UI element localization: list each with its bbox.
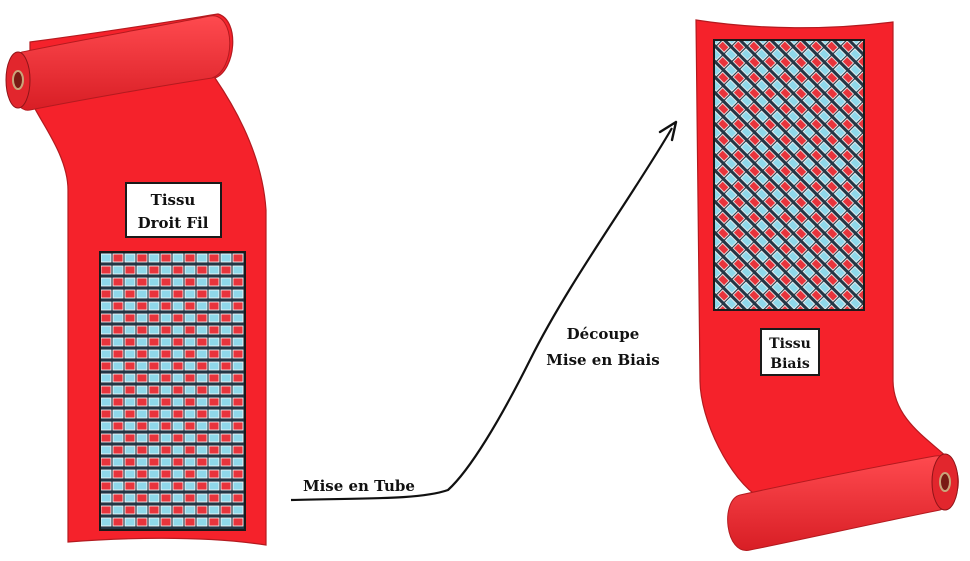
arrow-head xyxy=(658,120,678,142)
left-label-box xyxy=(125,182,222,238)
process-arrow xyxy=(290,127,673,502)
left-label-line-2: Droit Fil xyxy=(138,214,209,232)
left-roll-core xyxy=(12,70,24,90)
right-label-box xyxy=(760,328,820,376)
left-weave-swatch xyxy=(99,251,246,531)
left-fabric-roll: Tissu Droit Fil xyxy=(5,13,267,546)
right-roll-cylinder xyxy=(727,455,959,551)
right-fabric-roll: Tissu Biais xyxy=(695,19,959,551)
right-label-line-2: Biais xyxy=(770,356,810,372)
step-tube-label: Mise en Tube xyxy=(303,477,415,495)
right-roll-core xyxy=(939,472,951,492)
step-cut-label-2: Mise en Biais xyxy=(546,351,659,369)
right-label-line-1: Tissu xyxy=(769,336,811,352)
right-weave-swatch xyxy=(713,39,865,311)
left-label-line-1: Tissu xyxy=(151,191,196,209)
step-cut-label-1: Découpe xyxy=(567,325,640,343)
left-roll-cylinder xyxy=(9,15,231,111)
